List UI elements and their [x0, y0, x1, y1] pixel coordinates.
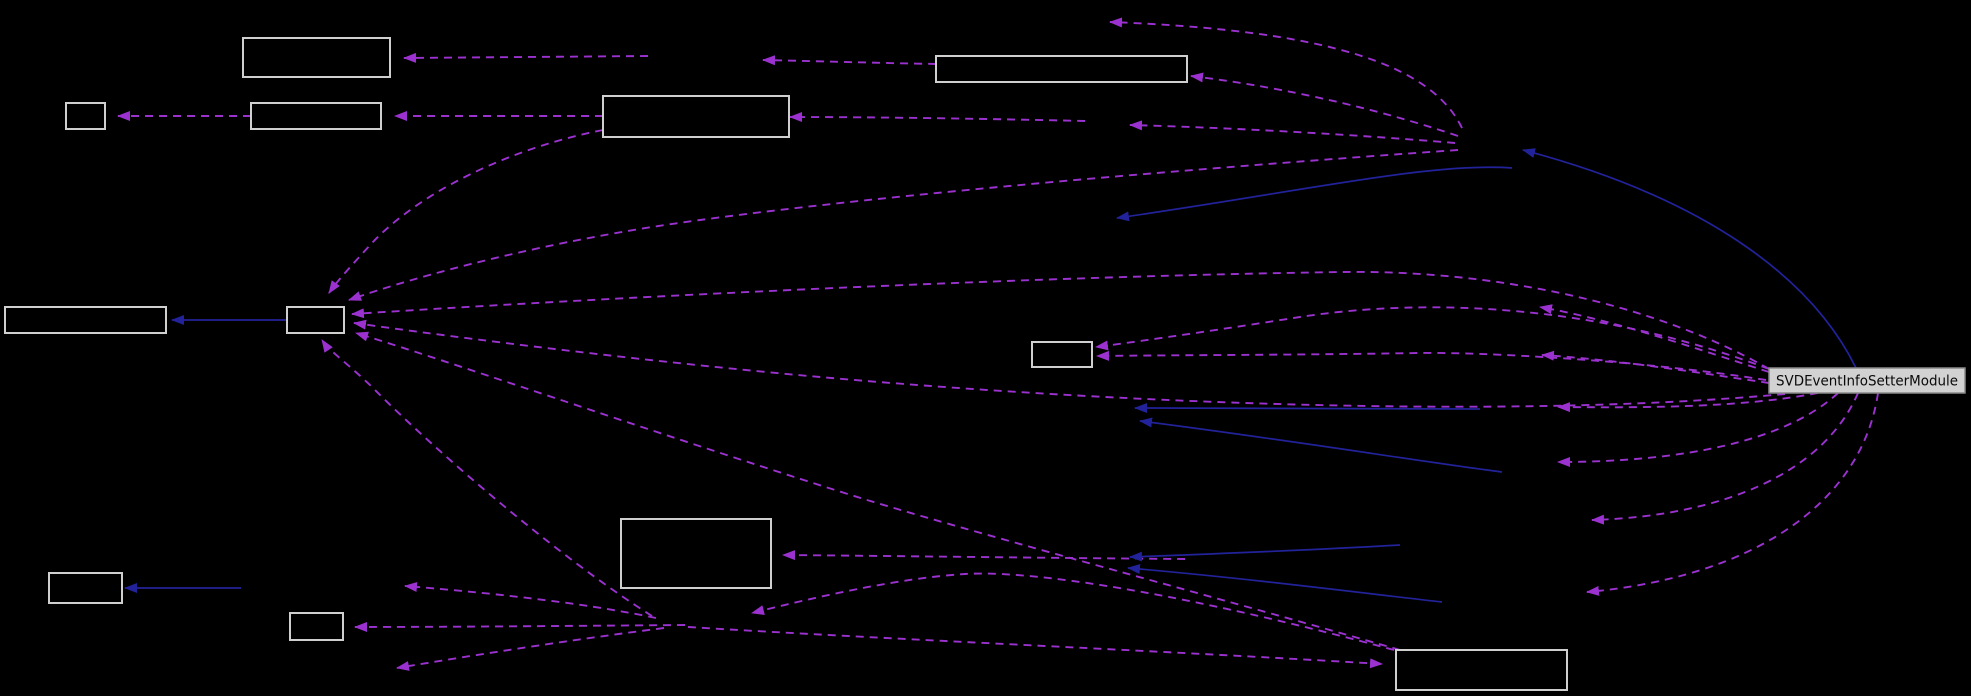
edge-bottomhub-to-node-g [321, 339, 653, 617]
graph-node-g[interactable] [286, 306, 345, 334]
graph-node-c[interactable] [250, 102, 382, 130]
edges-layer [117, 17, 1879, 671]
edge-main-to-float-3 [1557, 392, 1819, 413]
graph-node-h[interactable] [1031, 341, 1093, 368]
graph-node-d[interactable] [602, 95, 790, 138]
edge-bottomhub-to-node-l [687, 626, 1383, 669]
edge-blue-float-3 [1129, 544, 1401, 562]
edge-main-to-float-1 [1539, 304, 1770, 373]
edge-main-to-node-h-upper [1095, 306, 1770, 370]
edge-main-to-float-2 [1541, 350, 1770, 384]
edge-float-to-node-d [789, 112, 1086, 123]
edge-hub-to-node-e [1190, 72, 1459, 137]
graph-node-e[interactable] [935, 55, 1188, 83]
edge-main-to-float-4 [1557, 392, 1839, 467]
edge-node-d-to-node-g [328, 129, 604, 294]
edge-main-to-float-5 [1591, 392, 1859, 525]
edge-float-to-node-i [782, 550, 1186, 561]
main-node-label: SVDEventInfoSetterModule [1776, 374, 1958, 390]
graph-node-i[interactable] [620, 518, 772, 589]
edge-bottomhub-to-float-nw [404, 581, 657, 619]
edge-blue-float-4 [1127, 564, 1443, 603]
edge-bottomhub-to-float-sw [396, 627, 665, 671]
edge-blue-float-2 [1139, 417, 1503, 473]
edge-main-to-float-6 [1586, 392, 1879, 596]
graph-node-l[interactable] [1395, 649, 1568, 691]
edge-main-to-hub [1522, 148, 1857, 369]
edge-node-l-to-node-g [355, 331, 1401, 651]
graph-node-j[interactable] [48, 572, 123, 604]
edge-hub-to-float-top [1109, 17, 1463, 129]
edge-blue-float-1 [1134, 403, 1481, 414]
graph-node-a[interactable] [242, 37, 391, 78]
main-node[interactable] [1768, 367, 1966, 394]
edge-node-e-to-float-left [762, 55, 937, 66]
edge-hub-to-node-g-upper [348, 149, 1459, 301]
graph-node-b[interactable] [65, 102, 106, 130]
nodes-layer: SVDEventInfoSetterModule [4, 37, 1966, 691]
graph-node-f[interactable] [4, 306, 167, 334]
edge-float-to-node-a [403, 52, 649, 63]
edge-bottomhub-to-node-k [354, 621, 686, 632]
edge-hub-to-float-blue [1116, 166, 1513, 222]
edge-hub-to-float-mid [1129, 120, 1456, 144]
edge-main-to-node-h-lower [1096, 350, 1767, 381]
edge-main-to-node-g-lower [353, 319, 1786, 408]
graph-node-k[interactable] [289, 612, 344, 641]
